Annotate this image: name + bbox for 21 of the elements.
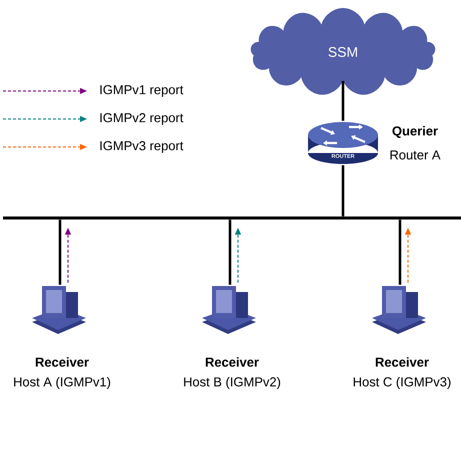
cloud: SSM	[250, 8, 436, 95]
computer-icon	[372, 286, 426, 334]
link-line	[342, 165, 344, 216]
link-line	[398, 220, 402, 285]
role-label: Receiver	[206, 357, 259, 367]
link-line	[228, 220, 232, 285]
link-line	[342, 80, 344, 121]
device-label: Host A (IGMPv1)	[14, 376, 110, 390]
legend-label: IGMPv3 report	[100, 141, 184, 153]
legend-label: IGMPv2 report	[100, 113, 184, 125]
computer-icon	[32, 286, 86, 334]
legend-label: IGMPv1 report	[100, 85, 184, 97]
device-label: Router A	[390, 150, 440, 160]
computer-icon	[202, 286, 256, 334]
device-label: Host B (IGMPv2)	[184, 376, 280, 390]
role-label: Receiver	[36, 357, 89, 367]
role-label: Receiver	[376, 357, 429, 367]
link-line	[58, 220, 62, 285]
device-label: Host C (IGMPv3)	[354, 376, 450, 390]
network-bus	[3, 216, 461, 220]
role-label: Querier	[392, 126, 438, 138]
